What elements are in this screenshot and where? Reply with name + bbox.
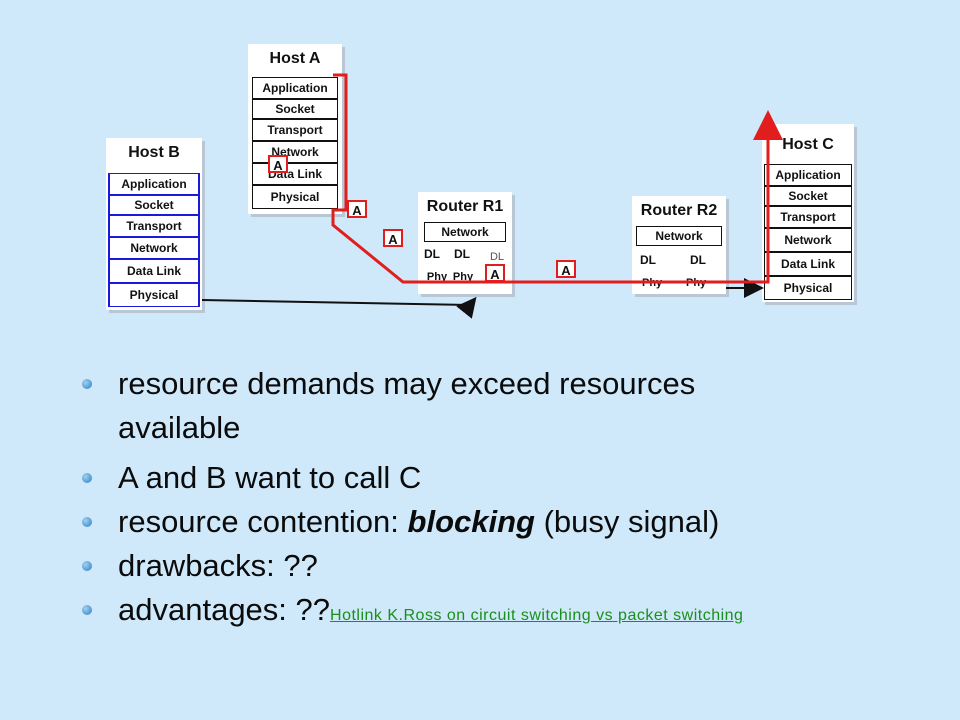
host-a-layer-application: Application [252,77,338,99]
host-c-layer-application: Application [764,164,852,186]
bullet-dot-icon [82,561,92,571]
bullet-dot-icon [82,379,92,389]
bullet-dot-icon [82,473,92,483]
host-b: Host B Application Socket Transport Netw… [106,138,202,310]
host-b-layer-transport: Transport [108,215,200,237]
host-c-layer-network: Network [764,228,852,252]
link-host-b-to-router-r1 [201,296,477,319]
host-c-layer-physical: Physical [764,276,852,300]
router-r2-network: Network [636,226,722,246]
host-b-layer-datalink: Data Link [108,259,200,283]
host-c-layer-datalink: Data Link [764,252,852,276]
bullet-3-after: (busy signal) [534,504,720,539]
host-a-layer-physical: Physical [252,185,338,209]
bullet-drawbacks: drawbacks: ?? [80,544,940,588]
host-c-layer-transport: Transport [764,206,852,228]
host-a-layer-socket: Socket [252,99,338,119]
bullet-1-line-1: resource demands may exceed resources [118,366,696,401]
host-b-layer-application: Application [108,173,200,195]
router-r1-network: Network [424,222,506,242]
bullet-resource-demands: resource demands may exceed resources av… [80,362,940,450]
router-r1-title: Router R1 [426,198,504,215]
bullet-dot-icon [82,605,92,615]
host-c: Host C Application Socket Transport Netw… [762,124,854,302]
host-b-layer-socket: Socket [108,195,200,215]
bullet-a-and-b: A and B want to call C [80,456,940,500]
router-r2-dl-left: DL [640,253,656,267]
host-a-layer-transport: Transport [252,119,338,141]
host-b-layer-network: Network [108,237,200,259]
host-c-layer-socket: Socket [764,186,852,206]
router-r1-dl-extra: DL [489,251,505,263]
router-r1-phy-right: Phy [452,271,474,283]
packet-tag-router-r1: A [485,264,505,282]
router-r2: Router R2 Network DL DL Phy Phy [632,196,726,294]
host-a-circuit-path [331,73,783,284]
packet-tag-link: A [556,260,576,278]
router-r1-phy-left: Phy [426,271,448,283]
bullet-5-text: advantages: ?? [118,592,331,627]
bullet-list: resource demands may exceed resources av… [80,362,940,638]
connection-lines [201,73,783,319]
packet-tag-2: A [383,229,403,247]
host-a-title: Host A [269,50,321,67]
router-r1-dl-left: DL [424,247,440,261]
bullet-4-text: drawbacks: ?? [118,548,318,583]
bullet-3-before: resource contention: [118,504,408,539]
bullet-resource-contention: resource contention: blocking (busy sign… [80,500,940,544]
router-r1-dl-right: DL [454,247,470,261]
host-b-title: Host B [128,144,180,161]
bullet-1-line-2: available [118,410,241,445]
bullet-advantages: advantages: ??Hotlink K.Ross on circuit … [80,588,940,638]
packet-tag-host-a: A [268,155,288,173]
router-r2-title: Router R2 [640,202,718,219]
bullet-3-emphasis: blocking [407,504,535,539]
packet-tag-1: A [347,200,367,218]
bullet-2-text: A and B want to call C [118,460,422,495]
host-b-layer-physical: Physical [108,283,200,307]
hotlink-circuit-vs-packet[interactable]: Hotlink K.Ross on circuit switching vs p… [330,607,744,624]
host-c-title: Host C [782,136,834,153]
protocol-diagram: Host B Application Socket Transport Netw… [0,0,960,330]
router-r2-dl-right: DL [690,253,706,267]
bullet-dot-icon [82,517,92,527]
